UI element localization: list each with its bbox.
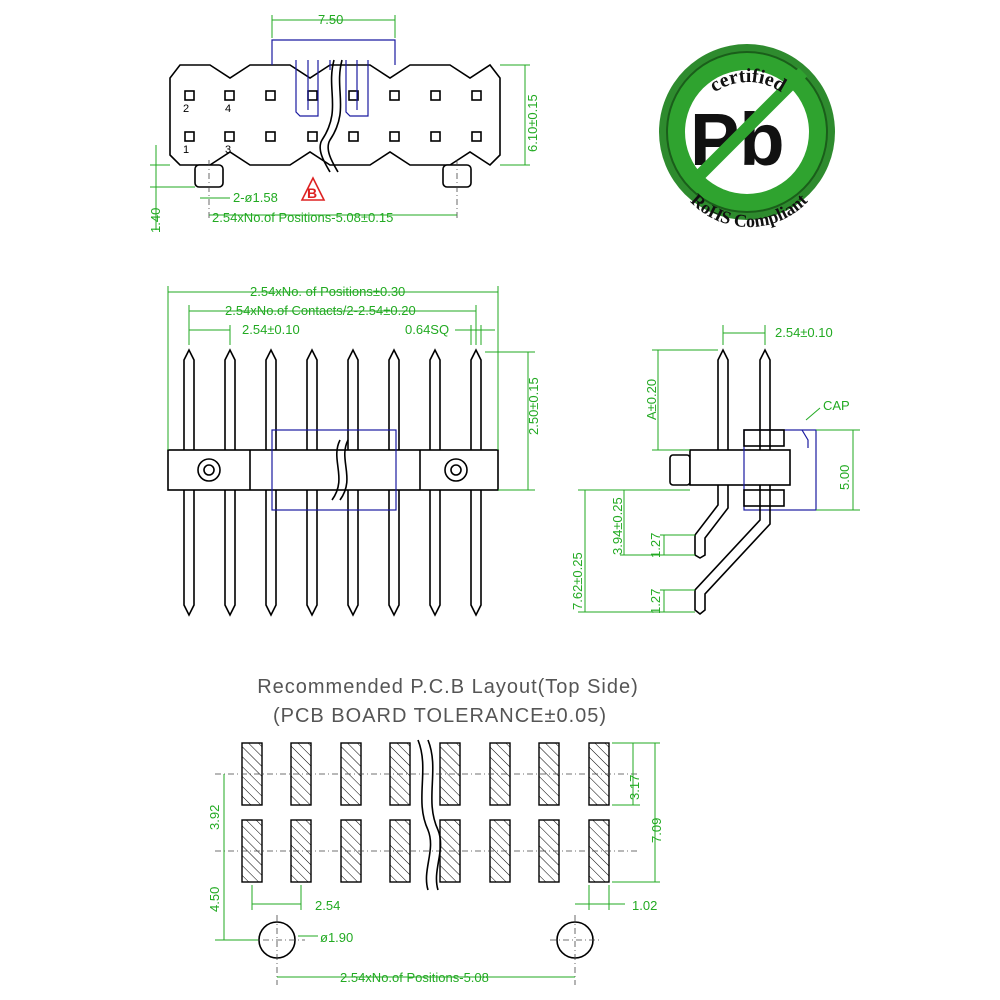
dim-total-len: 7.09: [649, 818, 664, 843]
dim-top-span: 2.54xNo.of Positions-5.08±0.15: [212, 210, 393, 225]
pin-label-1: 1: [183, 144, 189, 156]
dim-row-gap: 3.92: [207, 805, 222, 830]
dim-peg-offset: 1.40: [148, 208, 163, 233]
dim-front-pitch: 2.54±0.10: [242, 322, 300, 337]
front-pins: [183, 348, 482, 617]
dim-bend-2: 1.27: [648, 589, 663, 614]
side-body: [689, 449, 791, 486]
dim-side-a: A±0.20: [644, 379, 659, 420]
dim-hole-dia: ø1.90: [320, 930, 353, 945]
top-body-outline: [169, 63, 501, 167]
pcb-layout-subtitle: (PCB BOARD TOLERANCE±0.05): [273, 705, 607, 727]
revision-mark: B: [307, 185, 317, 201]
dim-tail-1: 3.94±0.25: [610, 497, 625, 555]
dim-front-height: 2.50±0.15: [526, 377, 541, 435]
dim-pcb-span: 2.54xNo.of Positions-5.08: [340, 970, 489, 985]
revision-triangle: [300, 176, 326, 201]
top-view: 2 4 1 3 7.50 6.10±0.15 1.40 2-ø1.58: [148, 12, 540, 233]
dim-top-width: 7.50: [318, 12, 343, 27]
dim-pad-width: 1.02: [632, 898, 657, 913]
pin-label-3: 3: [225, 144, 231, 156]
pcb-layout: Recommended P.C.B Layout(Top Side) (PCB …: [207, 676, 664, 985]
front-cap: [271, 429, 397, 511]
peg-hole-right: [556, 921, 594, 959]
dim-pcb-pitch: 2.54: [315, 898, 340, 913]
cap-label: CAP: [823, 398, 850, 413]
dim-front-contacts: 2.54xNo.of Contacts/2-2.54±0.20: [225, 303, 416, 318]
dim-pad-len: 3.17: [627, 775, 642, 800]
top-pin-grid: [184, 90, 482, 142]
dim-tail-2: 7.62±0.25: [570, 552, 585, 610]
dim-peg-dia: 2-ø1.58: [233, 190, 278, 205]
dim-peg-row: 4.50: [207, 887, 222, 912]
dim-pin-sq: 0.64SQ: [405, 322, 449, 337]
pin-label-2: 2: [183, 103, 189, 115]
dim-side-pitch: 2.54±0.10: [775, 325, 833, 340]
front-body: [167, 449, 499, 491]
pin-label-4: 4: [225, 103, 231, 115]
dim-bend-1: 1.27: [648, 533, 663, 558]
dim-front-total: 2.54xNo. of Positions±0.30: [250, 284, 405, 299]
front-view: 2.54xNo. of Positions±0.30 2.54xNo.of Co…: [167, 284, 541, 617]
pcb-pads: [241, 742, 610, 883]
dim-top-height: 6.10±0.15: [525, 94, 540, 152]
top-cap: [271, 39, 396, 117]
side-view: 2.54±0.10 A±0.20 CAP 5.00 3.94±0.25 7.62…: [570, 325, 860, 616]
dim-cap-height: 5.00: [837, 465, 852, 490]
rohs-logo: Pb certified RoHS Compliant: [659, 44, 835, 231]
logo-slash: [695, 67, 808, 180]
pcb-layout-title: Recommended P.C.B Layout(Top Side): [257, 676, 639, 698]
